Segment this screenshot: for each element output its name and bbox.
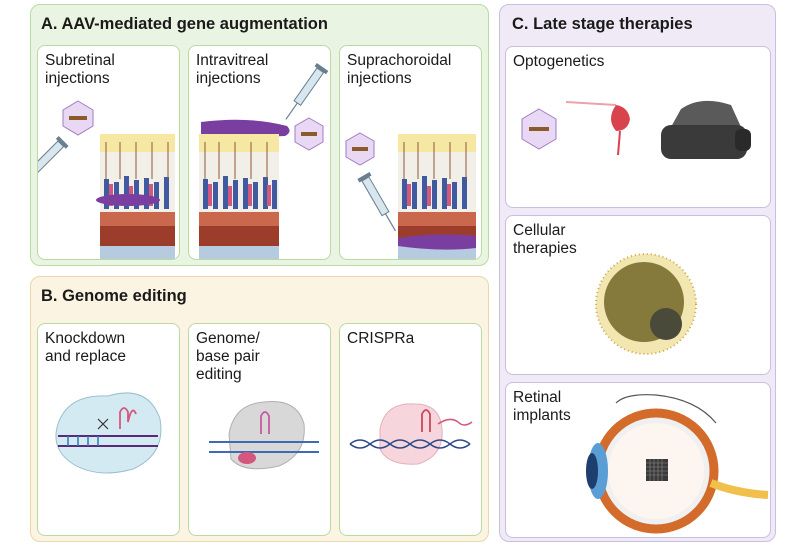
aav-bleb bbox=[96, 194, 160, 206]
retina-layers-icon bbox=[199, 134, 279, 259]
syringe-icon bbox=[357, 172, 396, 232]
intravitreal-illustration bbox=[199, 63, 329, 259]
subretinal-illustration bbox=[38, 100, 175, 259]
aav-bleb bbox=[398, 234, 476, 250]
card-label: Cellular therapies bbox=[513, 222, 577, 257]
deaminase bbox=[238, 452, 256, 464]
card-label: Intravitreal injections bbox=[196, 52, 269, 87]
card-label: Genome/ base pair editing bbox=[196, 330, 260, 383]
card-crispra: CRISPRa bbox=[339, 323, 482, 536]
neuron-icon bbox=[565, 101, 630, 156]
transcript bbox=[437, 418, 473, 426]
card-label: Knockdown and replace bbox=[45, 330, 127, 365]
card-suprachoroidal-injections: Suprachoroidal injections bbox=[339, 45, 482, 260]
card-optogenetics: Optogenetics bbox=[505, 46, 771, 208]
aav-capsid-icon bbox=[62, 100, 94, 136]
card-label: Retinal implants bbox=[513, 389, 571, 424]
guide-rna bbox=[421, 409, 431, 432]
card-genome-base-pair-editing: Genome/ base pair editing bbox=[188, 323, 331, 536]
aav-bolus bbox=[201, 119, 290, 137]
suprachoroidal-illustration bbox=[345, 132, 476, 259]
card-label: CRISPRa bbox=[347, 330, 415, 347]
card-subretinal-injections: Subretinal injections bbox=[37, 45, 180, 260]
base-editing-illustration bbox=[209, 400, 319, 470]
panel-genome-editing: B. Genome editing Knockdown and replace … bbox=[30, 276, 489, 542]
card-knockdown-and-replace: Knockdown and replace bbox=[37, 323, 180, 536]
card-cellular-therapies: Cellular therapies bbox=[505, 215, 771, 375]
panel-a-title: A. AAV-mediated gene augmentation bbox=[41, 15, 328, 33]
panel-b-title: B. Genome editing bbox=[41, 287, 187, 305]
syringe-icon bbox=[285, 63, 329, 120]
retinal-implant-illustration bbox=[586, 394, 769, 534]
dna-strand-icon bbox=[349, 439, 471, 449]
optogenetics-illustration bbox=[521, 100, 751, 159]
scissors bbox=[97, 418, 109, 430]
syringe-icon bbox=[38, 136, 69, 176]
card-label: Suprachoroidal injections bbox=[347, 52, 452, 87]
aav-capsid-icon bbox=[345, 132, 375, 166]
panel-c-title: C. Late stage therapies bbox=[512, 15, 693, 33]
knockdown-illustration bbox=[55, 392, 162, 474]
cas-protein-blob bbox=[55, 392, 162, 474]
card-label: Subretinal injections bbox=[45, 52, 115, 87]
panel-late-stage-therapies: C. Late stage therapies Optogenetics Cel… bbox=[499, 4, 776, 542]
cas-protein-blob bbox=[379, 403, 443, 465]
vr-headset-icon bbox=[661, 100, 751, 159]
card-retinal-implants: Retinal implants bbox=[505, 382, 771, 538]
card-intravitreal-injections: Intravitreal injections bbox=[188, 45, 331, 260]
aav-capsid-icon bbox=[521, 108, 557, 150]
panel-aav-gene-augmentation: A. AAV-mediated gene augmentation Subret… bbox=[30, 4, 489, 266]
dna-strand-icon bbox=[58, 435, 158, 447]
eye-implant-icon bbox=[586, 394, 769, 534]
dna-strand-icon bbox=[209, 441, 319, 453]
aav-capsid-icon bbox=[294, 117, 324, 151]
card-label: Optogenetics bbox=[513, 53, 605, 70]
guide-rna bbox=[119, 407, 137, 429]
guide-rna bbox=[260, 411, 270, 434]
crispra-illustration bbox=[349, 403, 473, 465]
cellular-therapy-illustration bbox=[595, 253, 697, 355]
cell-icon bbox=[595, 253, 697, 355]
